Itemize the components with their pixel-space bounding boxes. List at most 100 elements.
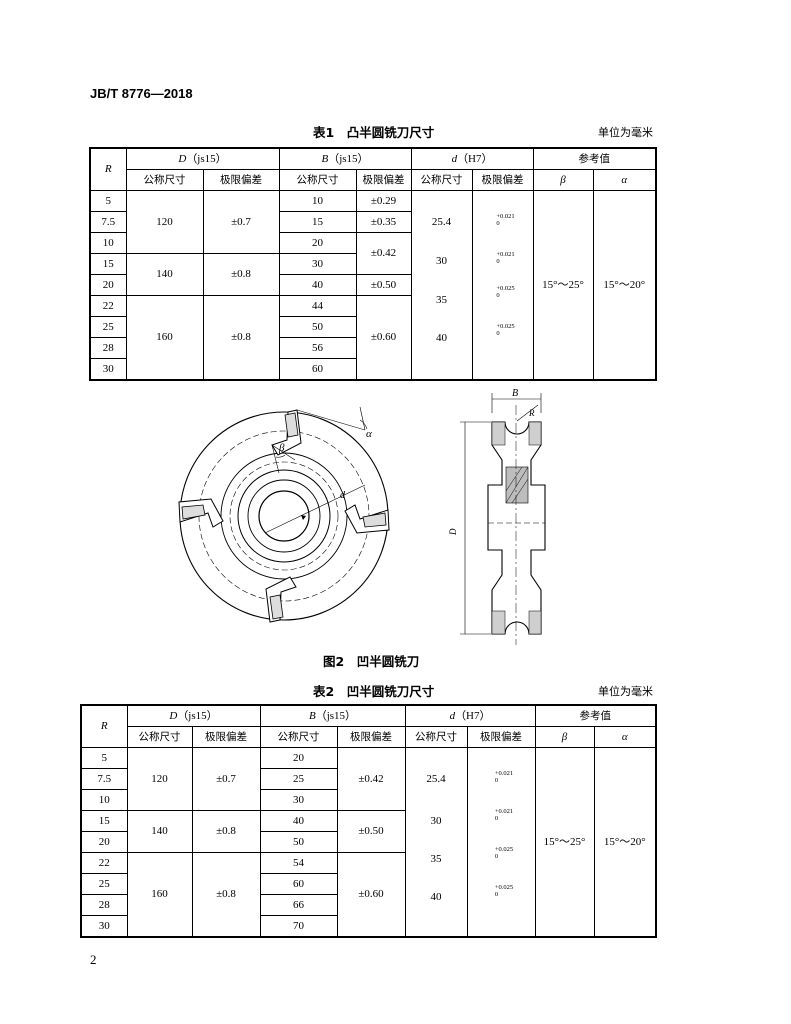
table-cell: 10 — [89, 232, 127, 254]
table-cell: 7.5 — [89, 211, 127, 233]
label-d: d — [340, 490, 346, 501]
table-cell: 30 — [436, 255, 448, 267]
t1-head-beta: β — [532, 169, 594, 191]
table-cell: 28 — [89, 337, 127, 359]
label-R: R — [528, 408, 535, 418]
t2-head-nominal: 公称尺寸 — [259, 726, 338, 748]
table-cell: 60 — [259, 873, 338, 895]
table2-unit: 单位为毫米 — [598, 685, 653, 698]
table-cell: 15 — [80, 810, 128, 832]
label-B: B — [512, 388, 518, 399]
table-cell: 70 — [259, 915, 338, 938]
table-cell: 22 — [80, 852, 128, 874]
table-cell: 140 — [125, 253, 204, 296]
table-cell: ±0.8 — [191, 810, 261, 853]
t2-head-R: R — [80, 704, 128, 748]
table-cell: 120 — [125, 190, 204, 254]
table-cell: 22 — [89, 295, 127, 317]
table-cell: 25 — [80, 873, 128, 895]
table-cell: 25 — [259, 768, 338, 790]
table-cell: 28 — [80, 894, 128, 916]
table2-caption: 表2 凹半圆铣刀尺寸 — [313, 684, 435, 699]
page-number: 2 — [90, 952, 97, 967]
t2-head-ref: 参考值 — [534, 704, 657, 727]
table-cell: ±0.8 — [202, 295, 280, 381]
t2-head-alpha: α — [593, 726, 657, 748]
table-cell: 20 — [259, 747, 338, 769]
table-cell: 25.4 — [431, 216, 452, 228]
front-view — [178, 406, 390, 623]
table1-unit: 单位为毫米 — [598, 126, 653, 139]
table-cell: 44 — [278, 295, 357, 317]
label-D: D — [448, 528, 458, 536]
t2-head-nominal: 公称尺寸 — [126, 726, 193, 748]
t2-head-beta: β — [534, 726, 595, 748]
table-cell: 30 — [430, 815, 442, 827]
t1-head-limit: 极限偏差 — [355, 169, 412, 191]
table-cell: 7.5 — [80, 768, 128, 790]
table1: R D（js15） B（js15） d（H7） 参考值 公称尺寸 极限偏差 公称… — [89, 147, 658, 381]
t1-head-limit: 极限偏差 — [202, 169, 280, 191]
concave-cutter-drawing: β α d B R D — [178, 388, 546, 645]
table-cell: 5 — [80, 747, 128, 769]
t2-head-nominal: 公称尺寸 — [404, 726, 468, 748]
t2-head-limit: 极限偏差 — [191, 726, 261, 748]
label-alpha: α — [366, 428, 372, 440]
table-cell: 10 — [278, 190, 357, 212]
t1-head-R: R — [89, 147, 127, 191]
table2: R D（js15） B（js15） d（H7） 参考值 公称尺寸 极限偏差 公称… — [80, 704, 658, 938]
table-cell: 40 — [430, 891, 442, 903]
standard-header: JB/T 8776—2018 — [90, 86, 193, 101]
table-cell: 40 — [278, 274, 357, 296]
t1-head-ref: 参考值 — [532, 147, 657, 170]
table-cell: ±0.7 — [202, 190, 280, 254]
table-cell: 30 — [80, 915, 128, 938]
table1-caption: 表1 凸半圆铣刀尺寸 — [313, 125, 435, 140]
table-cell: 15 — [89, 253, 127, 275]
t2-head-D: D（js15） — [126, 704, 261, 727]
t2-head-limit: 极限偏差 — [336, 726, 406, 748]
table-cell: ±0.8 — [202, 253, 280, 296]
t1-head-d: d（H7） — [410, 147, 534, 170]
table-cell: 160 — [125, 295, 204, 381]
t1-head-nominal: 公称尺寸 — [410, 169, 473, 191]
table-cell: 20 — [89, 274, 127, 296]
table-cell: ±0.29 — [355, 190, 412, 212]
table-cell: 5 — [89, 190, 127, 212]
table-cell: 30 — [278, 253, 357, 275]
table-cell: ±0.50 — [355, 274, 412, 296]
table-cell: ±0.42 — [336, 747, 406, 811]
t2-head-B: B（js15） — [259, 704, 406, 727]
table-cell: 54 — [259, 852, 338, 874]
t2-beta: 15°～25° — [534, 747, 595, 938]
table-cell: 20 — [80, 831, 128, 853]
t1-head-B: B（js15） — [278, 147, 412, 170]
table-cell: 25.4 — [426, 773, 446, 785]
table-cell: 35 — [430, 853, 442, 865]
table-cell: 20 — [278, 232, 357, 254]
t1-head-nominal: 公称尺寸 — [125, 169, 204, 191]
table-cell: 50 — [278, 316, 357, 338]
table-cell: 56 — [278, 337, 357, 359]
table-cell: 50 — [259, 831, 338, 853]
label-beta: β — [278, 442, 285, 454]
table-cell: 25 — [89, 316, 127, 338]
table-cell: ±0.50 — [336, 810, 406, 853]
t1-head-nominal: 公称尺寸 — [278, 169, 357, 191]
t2-d-nominal-col: 25.4 30 35 40 — [404, 747, 468, 938]
table-cell: ±0.8 — [191, 852, 261, 938]
figure-caption: 图2 凹半圆铣刀 — [323, 654, 420, 669]
t1-alpha: 15°～20° — [592, 190, 657, 381]
table-cell: 66 — [259, 894, 338, 916]
t1-beta: 15°～25° — [532, 190, 594, 381]
t2-alpha: 15°～20° — [593, 747, 657, 938]
table-cell: ±0.42 — [355, 232, 412, 275]
section-view — [460, 393, 546, 645]
